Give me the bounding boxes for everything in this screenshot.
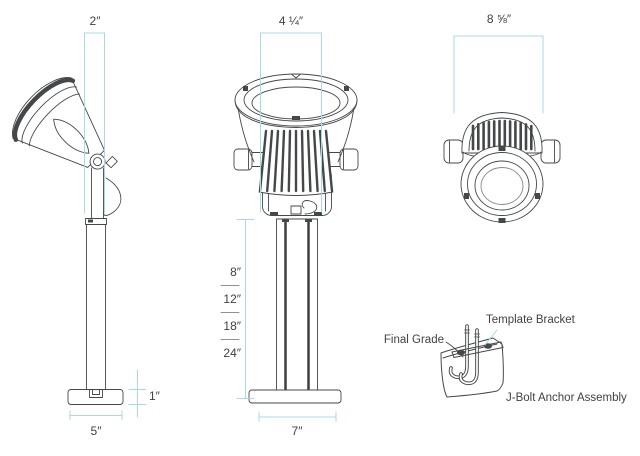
front-view-pole xyxy=(276,218,318,403)
side-view-base xyxy=(67,389,124,405)
front-view-base xyxy=(248,389,342,404)
face-view-fins xyxy=(461,112,543,159)
dim-label-head-width: 2″ xyxy=(89,14,101,28)
front-view-bezel xyxy=(234,73,358,128)
dim-stem-height xyxy=(236,219,255,399)
dim-label-lens-width: 4 ¼″ xyxy=(278,14,304,28)
face-view-knobs xyxy=(443,139,561,164)
dim-label-fixture-width: 8 ⅝″ xyxy=(486,12,512,26)
face-view-drawing xyxy=(443,112,561,223)
dim-base-width-7 xyxy=(258,411,337,422)
template-bracket-label: Template Bracket xyxy=(486,314,575,326)
anchor-detail-drawing xyxy=(440,324,504,398)
front-view-body xyxy=(237,107,255,163)
stem-height-option-24: 24″ xyxy=(223,346,241,360)
final-grade-label: Final Grade xyxy=(383,334,444,346)
j-bolt xyxy=(448,324,479,386)
stem-height-option-8: 8″ xyxy=(230,265,241,279)
stem-height-option-18: 18″ xyxy=(223,319,241,333)
dim-base-width-5 xyxy=(69,410,123,421)
final-grade-leader xyxy=(445,341,464,358)
dim-lens-width xyxy=(260,32,322,213)
stem-height-option-12: 12″ xyxy=(223,292,241,306)
dim-label-base-width-7: 7″ xyxy=(291,424,303,438)
side-view-cable xyxy=(103,177,122,216)
front-view-fins xyxy=(258,129,334,196)
template-bracket-leader xyxy=(484,329,498,346)
side-view-drawing xyxy=(12,77,124,405)
front-view-body xyxy=(337,107,355,163)
front-view-drawing xyxy=(233,73,359,404)
dim-label-base-width-5: 5″ xyxy=(90,424,102,438)
block-top-edge xyxy=(442,343,498,359)
side-view-lamp-head xyxy=(12,77,118,170)
bolt-threads xyxy=(464,329,480,338)
dim-fixture-width xyxy=(453,35,544,114)
dim-label-base-height: 1″ xyxy=(149,389,160,403)
height-option-separators xyxy=(220,285,240,340)
j-bolt-assembly-caption: J-Bolt Anchor Assembly xyxy=(506,392,627,404)
side-view-pole xyxy=(85,167,107,390)
dimension-lines xyxy=(69,32,544,422)
dim-head-width xyxy=(84,32,105,214)
face-view-lens-ring xyxy=(460,145,544,223)
dim-base-height xyxy=(128,369,147,418)
